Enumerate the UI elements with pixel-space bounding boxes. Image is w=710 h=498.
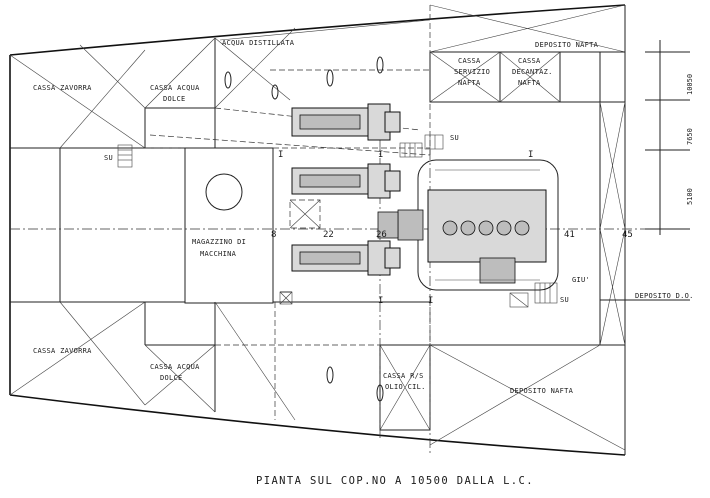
generator-set-1 [291, 103, 401, 141]
dimension-5100: 5100 [686, 188, 694, 205]
stair-symbols [117, 134, 558, 308]
frame-41: 41 [564, 230, 575, 240]
label-cassa-acqua-dolce-top-1: CASSA ACQUA [150, 84, 200, 92]
label-cassa-acqua-dolce-bottom-2: DOLCE [160, 374, 183, 382]
label-cassa-acqua-dolce-top-2: DOLCE [163, 95, 186, 103]
label-cassa-zavorra-top: CASSA ZAVORRA [33, 84, 92, 92]
svg-text:I: I [378, 150, 383, 160]
drawing-caption: PIANTA SUL COP.NO A 10500 DALLA L.C. [256, 475, 534, 487]
label-su-top: SU [450, 134, 459, 142]
label-deposito-nafta-bottom: DEPOSITO NAFTA [510, 387, 574, 395]
right-tanks [599, 40, 690, 346]
frame-45: 45 [622, 230, 633, 240]
label-giu: GIU' [572, 276, 590, 284]
label-deposito-do: DEPOSITO D.O. [635, 292, 694, 300]
frame-8: 8 [271, 230, 276, 240]
label-cassa-rs-2: OLIO CIL. [385, 383, 426, 391]
dimension-10050: 10050 [686, 74, 694, 95]
label-cassa-zavorra-bottom: CASSA ZAVORRA [33, 347, 92, 355]
label-su-bottom: SU [560, 296, 569, 304]
label-magazzino-2: MACCHINA [200, 250, 237, 258]
svg-text:I: I [428, 296, 433, 306]
label-cassa-rs-1: CASSA R/S [383, 372, 424, 380]
svg-text:I: I [378, 296, 383, 306]
label-cassa-decantaz-2: DECANTAZ. [512, 68, 553, 76]
main-engine [377, 159, 559, 291]
vent-symbols [224, 56, 384, 402]
label-cassa-servizio-2: SERVIZIO [454, 68, 490, 76]
generator-set-2 [291, 163, 401, 199]
label-deposito-nafta-top: DEPOSITO NAFTA [535, 41, 599, 49]
hull-outline [9, 4, 626, 456]
label-cassa-acqua-dolce-bottom-1: CASSA ACQUA [150, 363, 200, 371]
generator-set-3 [291, 240, 401, 276]
label-cassa-decantaz-1: CASSA [518, 57, 541, 65]
label-acqua-distillata: ACQUA DISTILLATA [222, 39, 295, 47]
dimension-7650: 7650 [686, 128, 694, 145]
frame-22: 22 [323, 230, 334, 240]
bottom-tanks [9, 300, 626, 451]
svg-text:I: I [278, 150, 283, 160]
label-cassa-servizio-3: NAFTA [458, 79, 481, 87]
frame-26: 26 [376, 230, 387, 240]
label-magazzino-1: MAGAZZINO DI [192, 238, 246, 246]
label-su-left: SU [104, 154, 113, 162]
svg-text:I: I [528, 150, 533, 160]
label-cassa-decantaz-3: NAFTA [518, 79, 541, 87]
label-cassa-servizio-1: CASSA [458, 57, 481, 65]
